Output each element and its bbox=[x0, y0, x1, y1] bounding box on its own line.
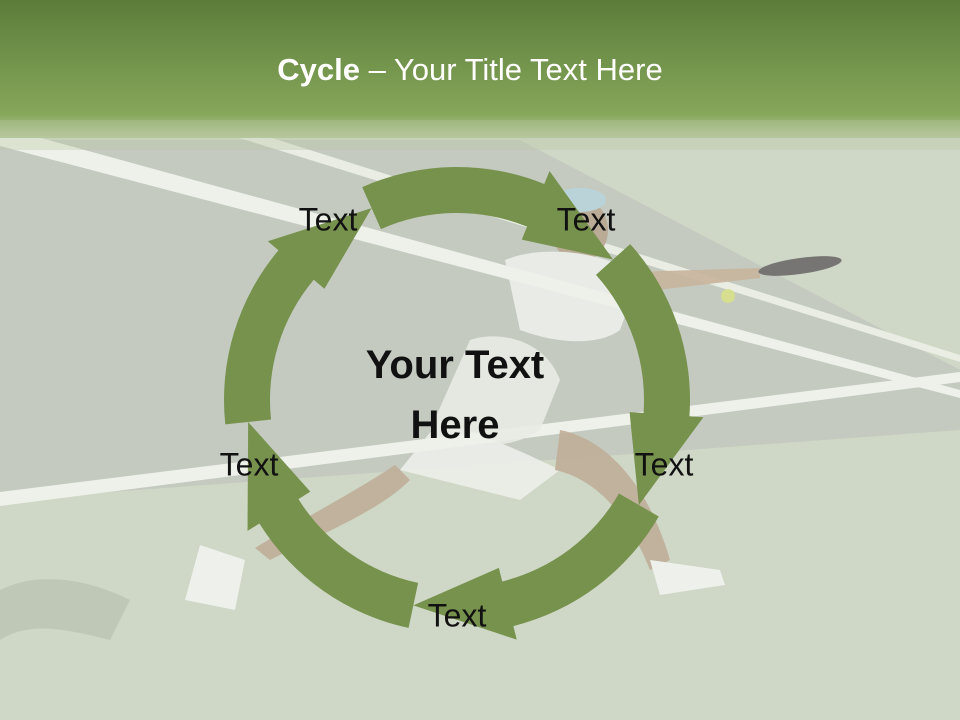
title-rest: – Your Title Text Here bbox=[360, 52, 663, 87]
cycle-arrow-4 bbox=[247, 421, 419, 628]
step-label-1: Text bbox=[298, 201, 358, 238]
header-band bbox=[0, 0, 960, 138]
cycle-arrow-1 bbox=[362, 167, 614, 260]
step-label-5: Text bbox=[219, 446, 279, 483]
center-text: Your Text Here bbox=[325, 335, 585, 455]
title-bold: Cycle bbox=[277, 52, 360, 87]
center-text-line1: Your Text bbox=[365, 343, 545, 387]
shadow bbox=[0, 579, 130, 640]
step-label-3: Text bbox=[634, 446, 694, 483]
step-label-2: Text bbox=[556, 201, 616, 238]
cycle-arrow-5 bbox=[223, 208, 372, 425]
court-line-diagonal bbox=[0, 135, 960, 398]
center-text-line2: Here bbox=[410, 403, 500, 447]
step-label-4: Text bbox=[427, 597, 487, 634]
slide-title: Cycle – Your Title Text Here bbox=[0, 52, 940, 88]
cycle-arrow-2 bbox=[595, 244, 704, 505]
cycle-arrow-3 bbox=[413, 493, 659, 640]
